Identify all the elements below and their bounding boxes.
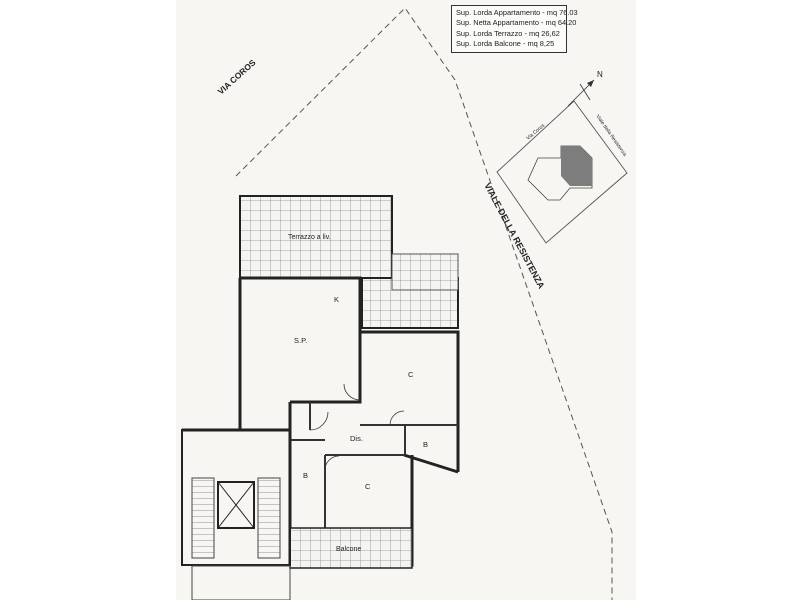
north-arrow [567, 79, 595, 107]
north-label: N [597, 70, 603, 79]
legend-line: Sup. Netta Appartamento - mq 64.20 [456, 18, 577, 28]
room-label-bedroom-upper: C [408, 370, 414, 379]
street-label-via-coros: VIA COROS [216, 57, 258, 96]
door-swings [309, 383, 405, 471]
interior-walls [290, 402, 458, 528]
legend-line: Sup. Lorda Balcone - mq 8,25 [456, 39, 555, 49]
room-label-disimpegno: Dis. [350, 434, 363, 443]
room-label-bath-right: B [423, 440, 428, 449]
key-map [496, 100, 628, 244]
room-label-kitchen: K [334, 295, 339, 304]
room-label-living: S.P. [294, 336, 307, 345]
terrazzo-floor [239, 195, 393, 279]
room-label-balcone: Balcone [336, 546, 361, 553]
area-legend: Sup. Lorda Appartamento - mq 76.03 Sup. … [451, 5, 578, 53]
lot-boundary [235, 7, 613, 600]
balcone-floor [289, 527, 413, 569]
highlighted-unit [561, 146, 592, 186]
room-label-bath-left: B [303, 471, 308, 480]
stair-core [181, 429, 291, 600]
keymap-label-via-coros: Via Coros [525, 123, 546, 142]
legend-line: Sup. Lorda Appartamento - mq 76.03 [456, 8, 578, 17]
terrazzo-small [391, 253, 459, 291]
room-label-terrazzo: Terrazzo a liv. [288, 234, 331, 241]
legend-line: Sup. Lorda Terrazzo - mq 26,62 [456, 28, 560, 38]
room-label-bedroom-lower: C [365, 482, 371, 491]
